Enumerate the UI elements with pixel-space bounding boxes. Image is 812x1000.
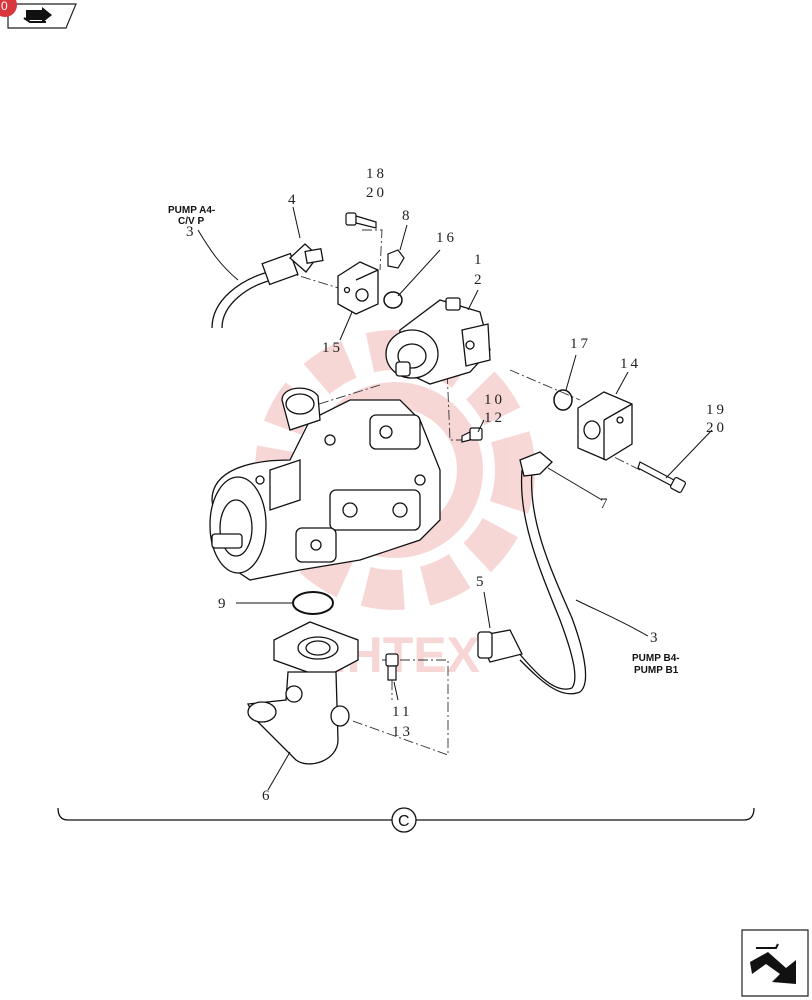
callout-19: 19	[706, 402, 727, 418]
suction-elbow-6	[246, 621, 359, 765]
callout-10: 10	[484, 392, 505, 408]
prev-page-button[interactable]	[7, 3, 77, 29]
callout-18: 18	[366, 166, 387, 182]
bolt-19	[637, 461, 687, 494]
hose-fitting-5	[477, 629, 523, 663]
label-pump-b1: PUMP B1	[634, 665, 679, 676]
callout-7: 7	[600, 496, 611, 512]
flange-block-15	[337, 261, 379, 315]
callout-12: 12	[484, 410, 505, 426]
hydrostatic-pump	[209, 387, 441, 581]
arrow-icon	[750, 943, 796, 984]
callout-3-upper: 3	[186, 224, 197, 240]
nut-8	[387, 249, 405, 269]
callout-16: 16	[436, 230, 457, 246]
callout-1: 1	[474, 252, 485, 268]
callout-9: 9	[218, 596, 229, 612]
callout-14: 14	[620, 356, 641, 372]
callout-4: 4	[288, 192, 299, 208]
section-marker: C	[398, 813, 410, 830]
next-page-button[interactable]	[741, 929, 809, 997]
callout-15: 15	[322, 340, 343, 356]
callout-20: 20	[366, 185, 387, 201]
svg-text:0: 0	[1, 0, 8, 13]
label-cvp: C/V P	[178, 216, 204, 227]
label-pump-a4: PUMP A4-	[168, 205, 215, 216]
callout-leaders	[197, 206, 713, 791]
callout-11: 11	[392, 704, 412, 720]
callout-2: 2	[474, 272, 485, 288]
callout-20b: 20	[706, 420, 727, 436]
o-ring-17	[553, 389, 573, 411]
callout-17: 17	[570, 336, 591, 352]
callout-13: 13	[392, 724, 413, 740]
hose-pump-a4	[211, 243, 324, 329]
o-ring-9	[292, 591, 334, 615]
gear-pump-1	[385, 297, 491, 385]
callout-8: 8	[402, 208, 413, 224]
section-bracket: C	[57, 807, 755, 833]
o-ring-16	[383, 291, 403, 309]
bolt-11	[385, 653, 399, 681]
callout-3-lower: 3	[650, 630, 661, 646]
bolt-18	[345, 212, 377, 229]
label-pump-b4: PUMP B4-	[632, 653, 680, 664]
manifold-block-14	[577, 391, 633, 461]
page-badge: 0	[0, 0, 17, 17]
hose-pump-b4	[517, 451, 587, 695]
arrow-icon	[23, 7, 52, 23]
callout-5: 5	[476, 574, 487, 590]
callout-6: 6	[262, 788, 273, 804]
